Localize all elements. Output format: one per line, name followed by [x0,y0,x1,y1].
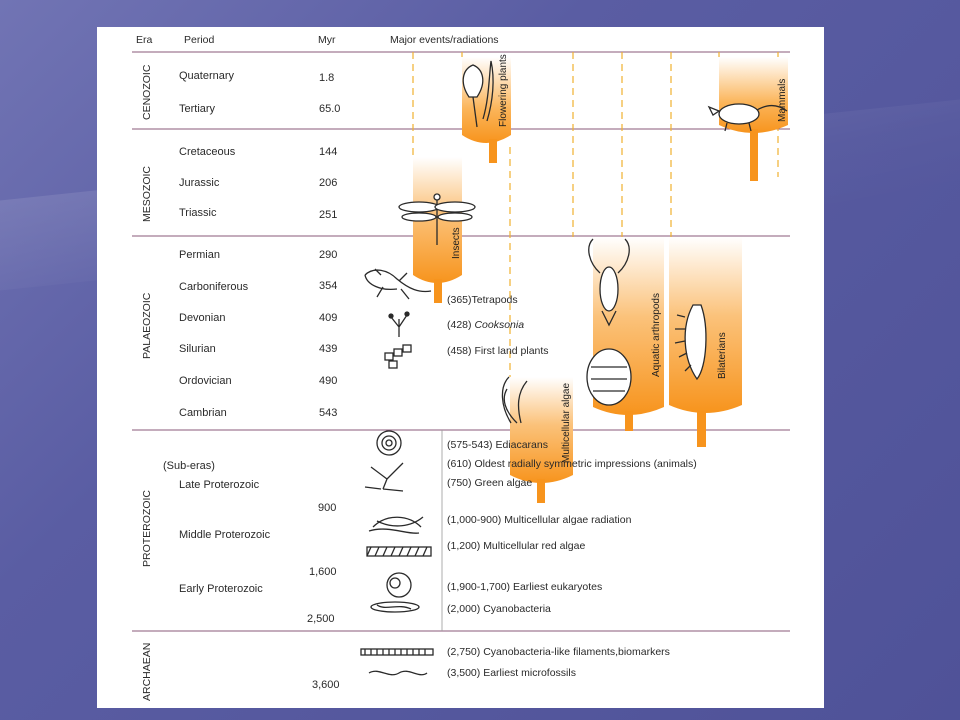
subera-myr: 2,500 [307,613,335,625]
ediacaran-icon [376,430,402,456]
insect-icon [398,193,476,245]
band-stem [697,411,706,447]
period-myr: 490 [319,375,337,387]
band-label-bilaterians: Bilaterians [717,332,728,379]
tetrapod-icon [364,268,432,300]
subera-name: Late Proterozoic [179,479,260,491]
subera-name: Early Proterozoic [179,583,263,595]
era-label: MESOZOIC [141,166,153,222]
eukaryote-icon [386,572,412,598]
era-label: PROTEROZOIC [141,490,153,567]
subera-myr: 1,600 [309,566,337,578]
period-name: Silurian [179,343,216,355]
mammal-icon [707,103,788,132]
era-label: PALAEOZOIC [141,292,153,359]
event-label: (428) Cooksonia [447,319,524,331]
spores-icon [384,344,412,369]
microfossil-icon [368,670,428,676]
lobster-icon [588,238,630,327]
timescale-diagram: Era Period Myr Major events/radiations C… [132,34,790,701]
organism-illustrations [360,60,788,676]
period-name: Ordovician [179,375,232,387]
period-myr: 251 [319,209,337,221]
band-stem [750,129,758,181]
band-stem [434,279,442,303]
era-label: CENOZOIC [141,64,153,120]
algae-icon [501,376,528,424]
bilaterian-icon [674,304,707,381]
era-label: ARCHAEAN [141,643,153,701]
event-list: (365)Tetrapods (428) Cooksonia (458) Fir… [447,294,697,679]
header-era: Era [136,34,153,46]
header-myr: Myr [318,34,336,46]
cooksonia-icon [388,311,410,337]
event-label: (1,000-900) Multicellular algae radiatio… [447,514,632,526]
geologic-timescale-figure: Era Period Myr Major events/radiations C… [97,27,824,708]
event-label: (365)Tetrapods [447,294,518,306]
event-label: (610) Oldest radially symmetric impressi… [447,458,697,470]
suberas-label: (Sub-eras) [163,460,215,472]
period-myr: 290 [319,249,337,261]
flower-icon [462,60,494,128]
subera-name: Middle Proterozoic [179,529,271,541]
period-myr: 543 [319,407,337,419]
subera-myr: 900 [318,502,336,514]
period-name: Triassic [179,207,217,219]
band-label-flowering-plants: Flowering plants [498,54,509,127]
period-list: Quaternary 1.8 Tertiary 65.0 Cretaceous … [179,70,340,419]
period-name: Quaternary [179,70,235,82]
period-name: Jurassic [179,177,220,189]
period-name: Carboniferous [179,281,249,293]
archaean-myr: 3,600 [312,679,340,691]
period-myr: 206 [319,177,337,189]
period-name: Tertiary [179,103,216,115]
event-label: (2,750) Cyanobacteria-like filaments,bio… [447,646,670,658]
event-label: (575-543) Ediacarans [447,439,548,451]
band-label-mammals: Mammals [777,79,788,122]
band-label-multicellular-algae: Multicellular algae [561,383,572,463]
period-name: Cretaceous [179,146,236,158]
band-stem [625,411,633,431]
red-algae-icon [366,546,432,557]
event-label: (458) First land plants [447,345,549,357]
event-label: (1,900-1,700) Earliest eukaryotes [447,581,602,593]
period-myr: 65.0 [319,103,340,115]
period-myr: 439 [319,343,337,355]
period-myr: 409 [319,312,337,324]
header-events: Major events/radiations [390,34,499,46]
band-stem [489,139,497,163]
period-myr: 1.8 [319,72,334,84]
band-stem [537,479,545,503]
period-myr: 354 [319,280,337,292]
event-label: (2,000) Cyanobacteria [447,603,551,615]
period-name: Cambrian [179,407,227,419]
trilobite-icon [586,348,632,406]
period-name: Permian [179,249,220,261]
algae-radiation-icon [368,516,424,534]
band-label-aquatic-arthropods: Aquatic arthropods [651,293,662,377]
event-label: (3,500) Earliest microfossils [447,667,576,679]
event-label: (1,200) Multicellular red algae [447,540,585,552]
green-algae-icon [364,462,404,492]
period-myr: 144 [319,146,337,158]
period-name: Devonian [179,312,225,324]
event-label: (750) Green algae [447,477,532,489]
cyanobacteria-icon [370,601,420,613]
filament-icon [360,648,434,656]
header-period: Period [184,34,215,46]
band-label-insects: Insects [451,227,462,259]
band-multicellular-algae [510,377,573,483]
